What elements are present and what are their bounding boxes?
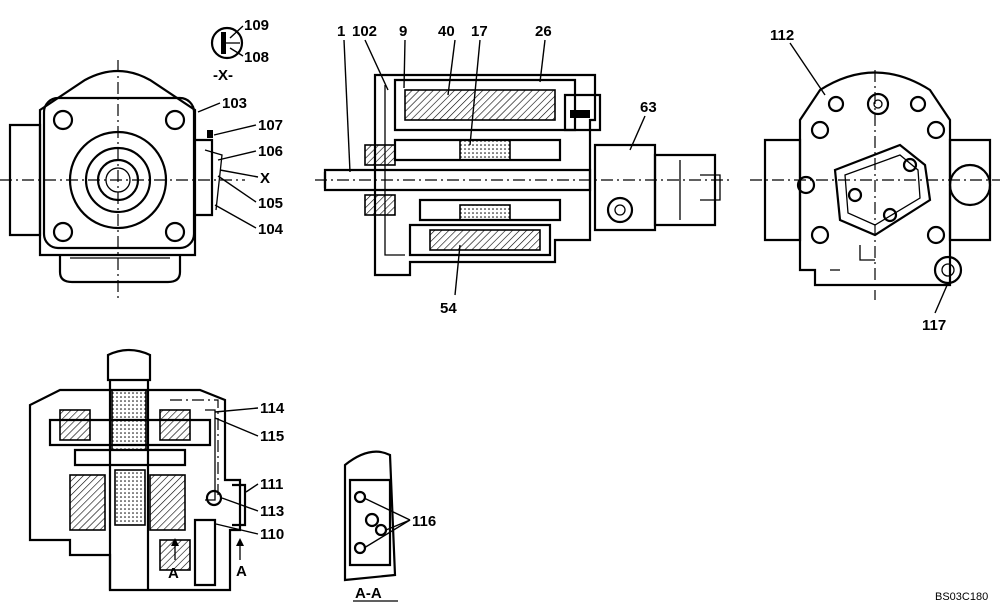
label-26: 26 [535, 23, 552, 40]
label-40: 40 [438, 23, 455, 40]
label-102: 102 [352, 23, 377, 40]
label-section-a-right: A [236, 563, 247, 580]
bottom-section-view [28, 348, 247, 592]
label-54: 54 [440, 300, 457, 317]
label-116: 116 [412, 513, 436, 530]
label-x-view: -X- [213, 67, 233, 84]
label-110: 110 [260, 526, 284, 543]
label-112: 112 [770, 27, 794, 44]
front-view [0, 60, 245, 300]
label-1: 1 [337, 23, 345, 40]
label-111: 111 [260, 476, 283, 493]
label-109: 109 [244, 17, 269, 34]
label-114: 114 [260, 400, 285, 417]
label-section-a-left: A [168, 565, 179, 582]
callout-labels: 109 108 -X- 103 107 106 X 105 104 1 102 … [168, 17, 988, 603]
label-104: 104 [258, 221, 284, 238]
center-section-view [315, 73, 730, 277]
label-107: 107 [258, 117, 283, 134]
leader-lines [197, 25, 949, 549]
label-17: 17 [471, 23, 488, 40]
label-103: 103 [222, 95, 247, 112]
drawing-code: BS03C180 [935, 591, 988, 603]
label-63: 63 [640, 99, 657, 116]
label-105: 105 [258, 195, 283, 212]
label-9: 9 [399, 23, 407, 40]
detail-x [210, 26, 244, 60]
right-end-view [750, 70, 1000, 300]
label-section-a-a: A-A [355, 585, 382, 602]
label-x: X [260, 170, 270, 187]
label-108: 108 [244, 49, 269, 66]
label-113: 113 [260, 503, 284, 520]
label-106: 106 [258, 143, 283, 160]
label-117: 117 [922, 317, 946, 334]
detail-a-a [343, 450, 397, 582]
label-115: 115 [260, 428, 284, 445]
